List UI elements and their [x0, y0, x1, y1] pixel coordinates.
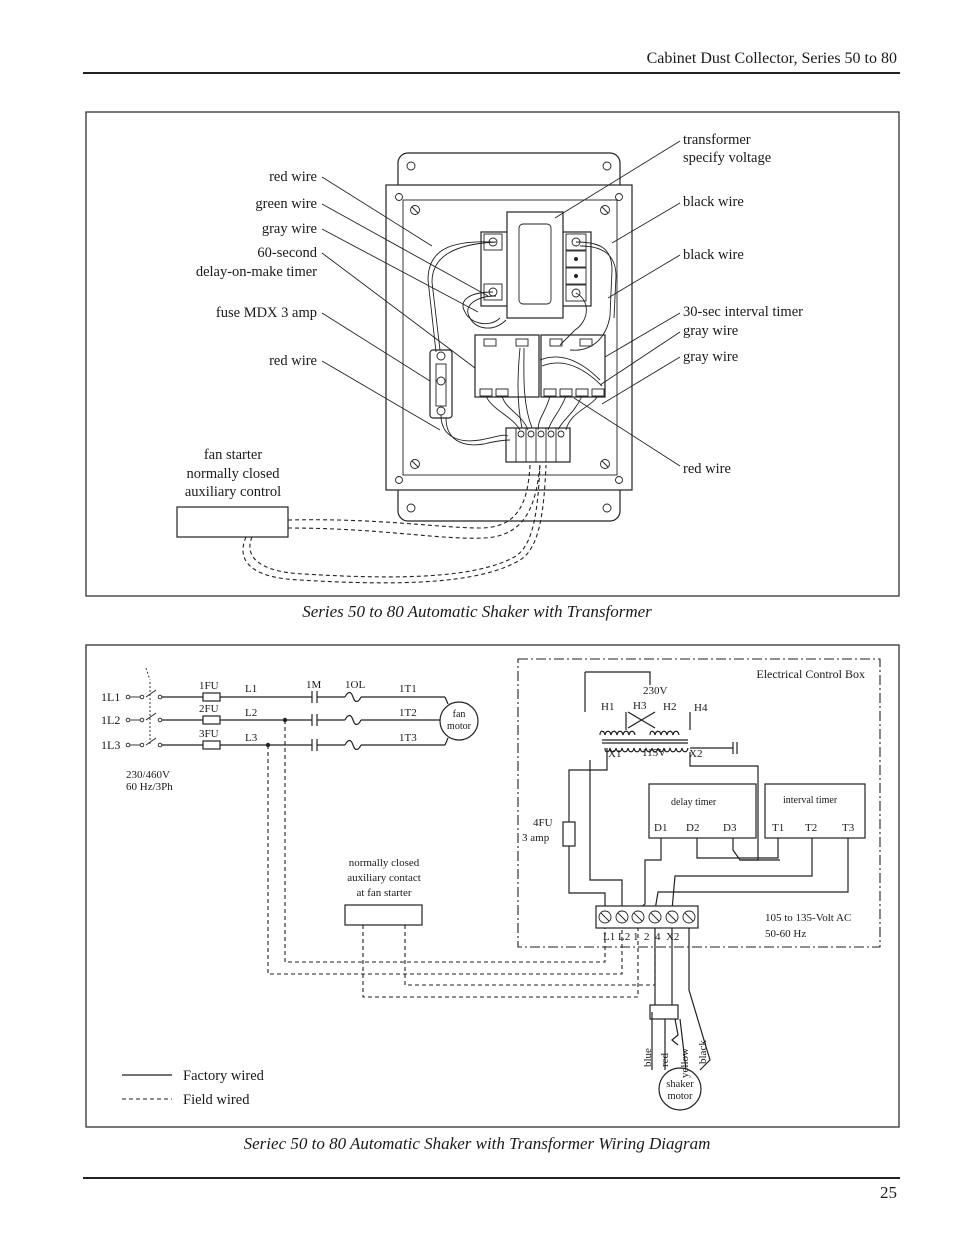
label-transformer-2: specify voltage — [683, 150, 771, 166]
label-t3: T3 — [842, 822, 855, 834]
aux-contact-box — [344, 904, 423, 926]
label-h3: H3 — [633, 700, 647, 712]
label-black-wire-2: black wire — [683, 247, 744, 263]
label-delay-timer-1: 60-second — [257, 245, 317, 261]
footer-rule — [83, 1177, 900, 1179]
running-header: Cabinet Dust Collector, Series 50 to 80 — [646, 50, 897, 67]
label-supply-note-1: 105 to 135-Volt AC — [765, 912, 851, 924]
label-3fu: 3FU — [199, 728, 219, 740]
label-fan-starter-1: fan starter — [204, 447, 263, 463]
legend-factory-wired: Factory wired — [183, 1068, 265, 1084]
label-shaker-1: shaker — [666, 1079, 694, 1090]
label-1m: 1M — [306, 679, 322, 691]
label-fan-motor-2: motor — [447, 721, 472, 732]
label-x2: X2 — [689, 748, 702, 760]
delay-timer-box — [648, 783, 757, 839]
fan-motor-symbol — [439, 701, 479, 741]
label-terminal-strip: L1 L2 1 2 4 X2 — [603, 931, 679, 943]
interval-timer-box — [764, 783, 866, 839]
label-1t1: 1T1 — [399, 683, 417, 695]
header-rule — [83, 72, 900, 74]
figure-2-schematic: 1L1 1L2 1L3 1FU 2FU 3FU L1 L2 L3 1M 1OL … — [85, 644, 900, 1128]
figure-2-caption: Seriec 50 to 80 Automatic Shaker with Tr… — [243, 1134, 711, 1153]
label-h4: H4 — [694, 702, 708, 714]
label-1l1: 1L1 — [101, 690, 120, 704]
label-1fu: 1FU — [199, 680, 219, 692]
label-l2: L2 — [245, 707, 257, 719]
label-4fu: 4FU — [533, 817, 553, 829]
label-shaker-2: motor — [667, 1091, 693, 1102]
label-aux-1: normally closed — [349, 857, 420, 869]
label-d1: D1 — [654, 822, 667, 834]
label-t1: T1 — [772, 822, 784, 834]
label-fan-motor-1: fan — [453, 709, 466, 720]
fan-starter-aux-box — [176, 506, 289, 538]
label-transformer-1: transformer — [683, 132, 751, 148]
shaker-motor-symbol — [658, 1067, 702, 1111]
label-wire-black: black — [697, 1040, 709, 1064]
label-red-wire-right: red wire — [683, 461, 731, 477]
label-2fu: 2FU — [199, 703, 219, 715]
fuse-4fu-symbol — [562, 821, 576, 847]
label-x1: X1 — [608, 748, 621, 760]
page-number: 25 — [880, 1183, 897, 1202]
label-rating-2: 60 Hz/3Ph — [126, 781, 173, 793]
label-interval-timer: interval timer — [783, 795, 838, 806]
label-aux-3: at fan starter — [357, 887, 412, 899]
figure-1-panel-wiring: red wire green wire gray wire 60-second … — [85, 111, 900, 597]
label-fan-starter-3: auxiliary control — [185, 484, 281, 500]
label-230v: 230V — [643, 685, 668, 697]
label-wire-blue: blue — [642, 1048, 654, 1067]
label-h2: H2 — [663, 701, 676, 713]
label-gray-wire: gray wire — [262, 221, 317, 237]
label-l1: L1 — [245, 683, 257, 695]
label-red-wire-bottom: red wire — [269, 353, 317, 369]
label-1l2: 1L2 — [101, 713, 120, 727]
label-interval-timer: 30-sec interval timer — [683, 304, 803, 320]
label-black-wire-1: black wire — [683, 194, 744, 210]
label-t2: T2 — [805, 822, 817, 834]
label-115v: 115V — [642, 747, 666, 759]
label-wire-red: red — [659, 1052, 671, 1067]
label-1t3: 1T3 — [399, 732, 417, 744]
label-fan-starter-2: normally closed — [186, 466, 280, 482]
label-wire-yellow: yellow — [679, 1048, 691, 1078]
label-gray-wire-2: gray wire — [683, 349, 738, 365]
label-aux-2: auxiliary contact — [347, 872, 421, 884]
label-rating-1: 230/460V — [126, 769, 170, 781]
label-3amp: 3 amp — [522, 832, 550, 844]
label-l3: L3 — [245, 732, 258, 744]
label-d2: D2 — [686, 822, 699, 834]
label-supply-note-2: 50-60 Hz — [765, 928, 806, 940]
control-terminal-strip — [595, 905, 699, 929]
label-gray-wire-1: gray wire — [683, 323, 738, 339]
label-1l3: 1L3 — [101, 738, 120, 752]
label-h1: H1 — [601, 701, 614, 713]
label-delay-timer-2: delay-on-make timer — [196, 264, 317, 280]
legend-field-wired: Field wired — [183, 1092, 250, 1108]
label-d3: D3 — [723, 822, 737, 834]
figure-1-caption: Series 50 to 80 Automatic Shaker with Tr… — [302, 602, 652, 621]
label-1ol: 1OL — [345, 679, 365, 691]
label-red-wire-top: red wire — [269, 169, 317, 185]
label-1t2: 1T2 — [399, 707, 417, 719]
label-delay-timer: delay timer — [671, 797, 717, 808]
label-control-box: Electrical Control Box — [756, 667, 865, 681]
label-green-wire: green wire — [255, 196, 317, 212]
label-fuse: fuse MDX 3 amp — [216, 305, 317, 321]
